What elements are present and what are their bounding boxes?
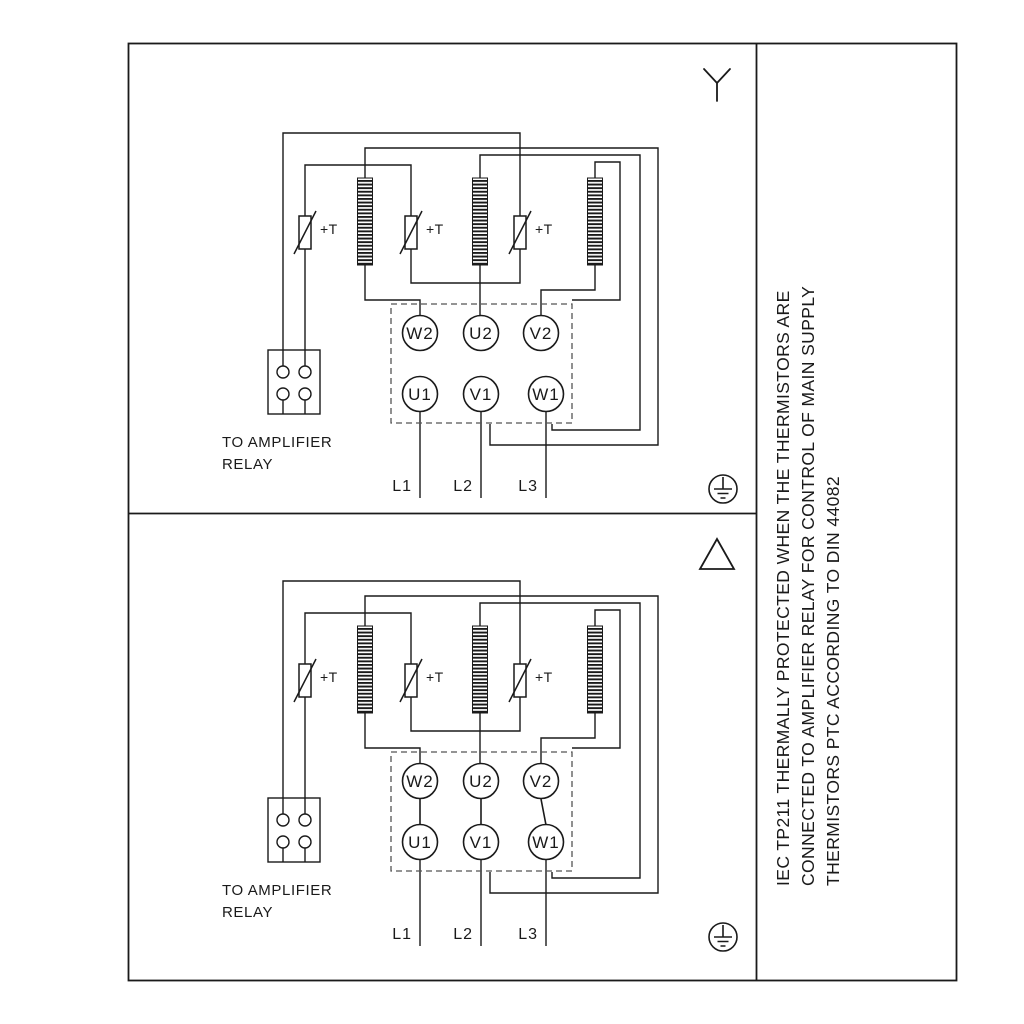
supply-line-labels: L1 L2 L3: [392, 478, 538, 495]
panel-delta-connection: W2 U2 V2 U1 V1 W1 +T +T +T TO AMPLIFIER …: [222, 537, 738, 952]
supply-label-l1: L1: [392, 478, 412, 495]
side-note: IEC TP211 THERMALLY PROTECTED WHEN THE T…: [773, 286, 843, 886]
side-note-line1: IEC TP211 THERMALLY PROTECTED WHEN THE T…: [773, 290, 793, 886]
terminal-label-w2: W2: [406, 324, 434, 343]
terminal-label-u2: U2: [469, 772, 493, 791]
terminal-label-v1: V1: [470, 385, 493, 404]
star-icon: [703, 68, 731, 102]
thermistor-label: +T: [535, 669, 553, 685]
relay-note: TO AMPLIFIER RELAY: [222, 882, 332, 921]
thermistor-label: +T: [320, 221, 338, 237]
relay-note-line2: RELAY: [222, 904, 273, 921]
supply-line-labels: L1 L2 L3: [392, 926, 538, 943]
terminal-labels: W2 U2 V2 U1 V1 W1: [406, 324, 560, 404]
thermistor-labels: +T +T +T: [320, 669, 553, 685]
terminal-label-u1: U1: [408, 385, 432, 404]
page-border: [127, 42, 958, 982]
outer-border: [127, 42, 958, 982]
terminal-label-w2: W2: [406, 772, 434, 791]
thermistor-labels: +T +T +T: [320, 221, 553, 237]
thermistor-label: +T: [426, 669, 444, 685]
relay-note-line1: TO AMPLIFIER: [222, 434, 332, 451]
relay-note-line1: TO AMPLIFIER: [222, 882, 332, 899]
relay-note-line2: RELAY: [222, 456, 273, 473]
panel-star-connection: W2 U2 V2 U1 V1 W1 +T +T +T TO AMPLIFIER …: [222, 68, 738, 504]
terminal-label-w1: W1: [532, 385, 560, 404]
supply-label-l3: L3: [518, 478, 538, 495]
terminal-label-v2: V2: [530, 772, 553, 791]
supply-label-l2: L2: [453, 478, 473, 495]
terminal-label-u2: U2: [469, 324, 493, 343]
terminal-label-v2: V2: [530, 324, 553, 343]
terminal-labels: W2 U2 V2 U1 V1 W1: [406, 772, 560, 852]
terminal-label-v1: V1: [470, 833, 493, 852]
terminal-label-u1: U1: [408, 833, 432, 852]
side-note-line3: THERMISTORS PTC ACCORDING TO DIN 44082: [823, 476, 843, 886]
supply-label-l1: L1: [392, 926, 412, 943]
terminal-bridge-links: [419, 798, 547, 826]
thermistor-label: +T: [320, 669, 338, 685]
thermistor-label: +T: [426, 221, 444, 237]
side-note-line2: CONNECTED TO AMPLIFIER RELAY FOR CONTROL…: [798, 286, 818, 886]
supply-label-l2: L2: [453, 926, 473, 943]
relay-note: TO AMPLIFIER RELAY: [222, 434, 332, 473]
supply-label-l3: L3: [518, 926, 538, 943]
terminal-label-w1: W1: [532, 833, 560, 852]
delta-icon: [698, 537, 736, 570]
thermistor-label: +T: [535, 221, 553, 237]
